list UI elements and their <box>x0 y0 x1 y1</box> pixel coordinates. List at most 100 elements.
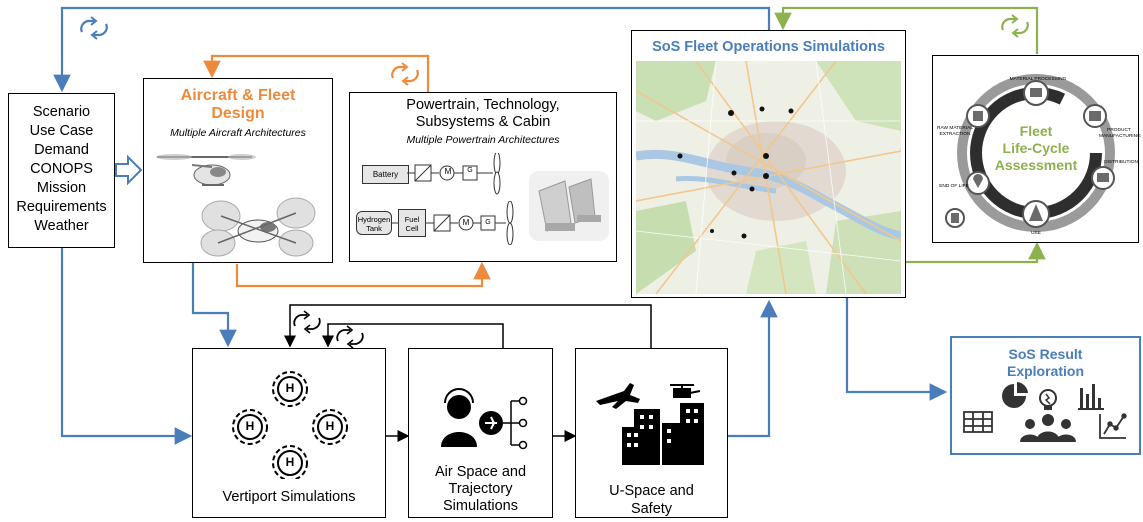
cabin-seats-illustration <box>529 171 609 241</box>
fleetops-to-results-arrow <box>845 298 948 401</box>
loop-icon-orange <box>391 62 419 86</box>
powertrain-title: Powertrain, Technology, Subsystems & Cab… <box>350 97 616 131</box>
airspace-feedback-arrow <box>322 323 504 348</box>
feedback-arrow-blue-top <box>53 6 771 93</box>
powertrain-subtitle: Multiple Powertrain Architectures <box>406 134 560 146</box>
fleet-operations-title: SoS Fleet Operations Simulations <box>652 39 885 55</box>
results-icons <box>963 382 1127 442</box>
uspace-label: U-Space and Safety <box>576 482 727 518</box>
lca-title-l3: Assessment <box>994 157 1078 173</box>
scenario-line: Use Case <box>29 123 94 139</box>
vertiport-pads-graphic <box>232 371 348 479</box>
fleet-operations-box: SoS Fleet Operations Simulations <box>631 30 906 298</box>
aircraft-design-box: Aircraft & Fleet Design Multiple Aircraf… <box>143 78 333 263</box>
stage-raw-material-l2: EXTRACTION <box>939 132 971 137</box>
stage-product-l1: PRODUCT <box>1107 128 1131 133</box>
aircraft-design-title: Aircraft & Fleet Design <box>144 87 332 123</box>
stage-material-processing: MATERIAL PROCESSING <box>1009 77 1067 82</box>
stage-use: USE <box>1031 231 1041 236</box>
fuel-cell-label-2: Cell <box>405 224 419 233</box>
city-airspace-icon <box>596 383 704 465</box>
lca-title-l2: Life-Cycle <box>1002 140 1070 156</box>
vertiport-box: H H H H Vertiport Simulations <box>192 348 386 518</box>
scenario-line: Requirements <box>16 199 107 215</box>
airspace-box: Air Space and Trajectory Simulations <box>408 348 553 518</box>
scenario-line: Mission <box>36 180 87 196</box>
hydrogen-tank-block: Hydrogen Tank <box>356 211 392 235</box>
aircraft-design-subtitle: Multiple Aircraft Architectures <box>170 127 306 139</box>
table-icon <box>963 411 993 433</box>
team-icon <box>1020 414 1076 442</box>
airspace-label-line2: Trajectory <box>448 481 513 497</box>
stage-distribution: DISTRIBUTION <box>1104 160 1138 165</box>
uspace-to-fleetops-arrow <box>728 299 778 438</box>
scenario-box: Scenario Use Case Demand CONOPS Mission … <box>8 93 115 248</box>
results-title-l1: SoS Result <box>1008 346 1083 362</box>
battery-block: Battery <box>362 165 409 184</box>
city-map <box>636 61 901 294</box>
lca-title: Fleet Life-Cycle Assessment <box>987 123 1085 174</box>
fuel-cell-label-1: Fuel <box>404 215 420 224</box>
results-title: SoS Result Exploration <box>952 346 1139 380</box>
battery-label: Battery <box>372 170 399 179</box>
results-box: SoS Result Exploration <box>950 336 1141 455</box>
lca-feedback-arrow-green <box>774 6 1039 54</box>
lca-title-l1: Fleet <box>1019 123 1053 139</box>
powertrain-title-line2: Subsystems & Cabin <box>415 114 551 130</box>
powertrain-row2-diagram <box>392 201 514 245</box>
uspace-label-line1: U-Space and <box>609 483 694 499</box>
lca-cycle-graphic <box>945 74 1115 232</box>
loop-icon-blue <box>80 16 108 40</box>
stage-raw-material-l1: RAW MATERIAL <box>937 126 973 131</box>
results-title-l2: Exploration <box>1006 363 1084 379</box>
powertrain-box: Powertrain, Technology, Subsystems & Cab… <box>349 92 617 262</box>
stage-product-manufacturing: PRODUCT MANUFACTURING <box>1099 128 1141 140</box>
stage-product-l2: MANUFACTURING <box>1099 134 1141 139</box>
motor-symbol-row2: M <box>462 218 470 227</box>
helipad-label: H <box>285 455 295 469</box>
bar-chart-icon <box>1078 384 1104 410</box>
hydrogen-tank-label-2: Tank <box>366 224 382 233</box>
aircraft-design-title-line2: Design <box>211 105 265 122</box>
scenario-line: Demand <box>34 142 89 158</box>
air-traffic-controller-icon <box>441 388 528 450</box>
scenario-line: Scenario <box>32 104 91 120</box>
fleetops-to-lca-arrow-green <box>905 241 1046 264</box>
helipad-label: H <box>245 419 255 433</box>
design-to-powertrain-arrow-orange <box>235 261 491 288</box>
hydrogen-tank-label-1: Hydrogen <box>357 215 391 224</box>
scenario-line: CONOPS <box>30 161 93 177</box>
uspace-label-line2: Safety <box>630 501 673 517</box>
lightbulb-icon <box>1039 389 1057 410</box>
tiltrotor-aircraft-illustration <box>156 154 256 186</box>
uspace-box: U-Space and Safety <box>575 348 728 518</box>
helipad-label: H <box>285 381 295 395</box>
scenario-to-vertiport-arrow <box>60 248 193 445</box>
loop-icon-black-2 <box>336 325 364 349</box>
lca-box: MATERIAL PROCESSING RAW MATERIAL EXTRACT… <box>932 55 1141 243</box>
uspace-feedback-arrow <box>284 304 652 348</box>
design-feedback-arrow-orange <box>203 54 430 92</box>
helipad-label: H <box>325 419 335 433</box>
design-to-vertiport-arrow <box>191 262 237 348</box>
motor-symbol-row1: M <box>444 167 452 176</box>
loop-icon-black-1 <box>293 310 321 334</box>
scenario-line: Weather <box>34 218 89 234</box>
airspace-label-line1: Air Space and <box>434 464 527 480</box>
stage-raw-material: RAW MATERIAL EXTRACTION <box>935 126 975 138</box>
line-chart-icon <box>1099 413 1127 439</box>
stage-end-of-life: END OF LIFE <box>939 184 969 189</box>
generator-symbol-row2: G <box>485 219 491 226</box>
loop-icon-green <box>1001 14 1029 38</box>
aircraft-design-title-line1: Aircraft & Fleet <box>180 87 296 104</box>
generator-symbol-row1: G <box>467 167 473 174</box>
powertrain-title-line1: Powertrain, Technology, <box>406 97 560 113</box>
scenario-text: Scenario Use Case Demand CONOPS Mission … <box>9 103 114 236</box>
vertiport-label: Vertiport Simulations <box>222 489 356 505</box>
airspace-label-line3: Simulations <box>443 498 518 514</box>
airspace-label: Air Space and Trajectory Simulations <box>409 464 552 515</box>
scenario-to-design-arrow <box>115 154 143 186</box>
powertrain-row1-diagram <box>407 153 501 195</box>
fuel-cell-block: Fuel Cell <box>398 209 426 237</box>
